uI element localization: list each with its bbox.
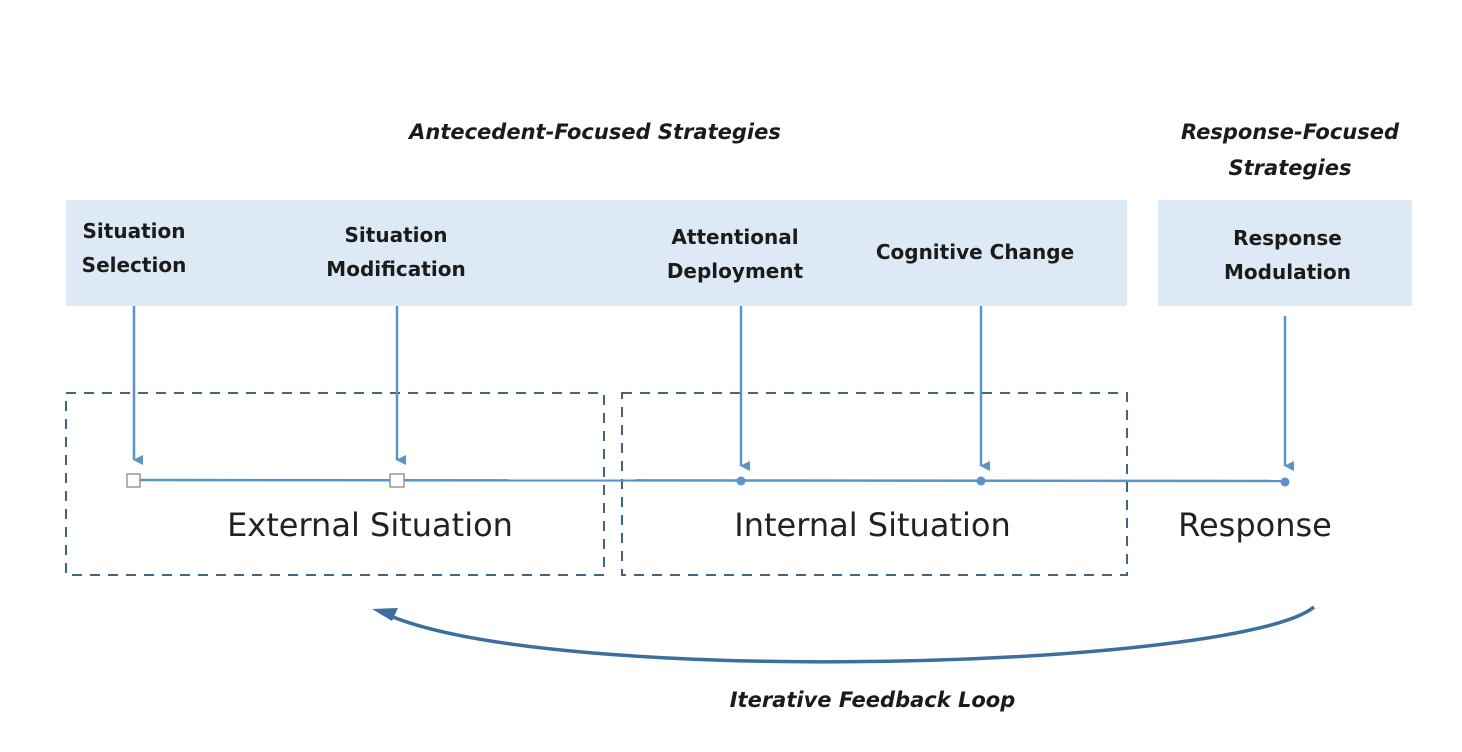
node-attentional-deployment [736,476,746,486]
response-strategies-band [1158,200,1412,306]
feedback-loop-label: Iterative Feedback Loop [729,688,1016,712]
stage-external-situation: External Situation [227,506,513,544]
situation-modification-line1: Situation [344,223,448,247]
response-heading-line2: Strategies [1228,156,1352,180]
situation-modification-line2: Modification [326,257,466,281]
feedback-loop-arrow [387,605,1316,664]
strategy-situation-modification: Situation Modification [306,218,486,286]
response-heading-line1: Response-Focused [1180,120,1400,144]
situation-selection-line1: Situation [82,219,186,243]
attentional-deployment-line2: Deployment [666,259,804,283]
node-cognitive-change [976,476,986,486]
stage-response: Response [1178,506,1332,544]
strategy-situation-selection: Situation Selection [70,214,198,282]
node-situation-modification [389,473,405,488]
strategy-attentional-deployment: Attentional Deployment [650,220,820,288]
antecedent-strategies-band [66,200,1127,306]
strategy-response-modulation: Response Modulation [1200,221,1375,289]
strategy-cognitive-change: Cognitive Change [860,235,1090,269]
node-response-modulation [1280,477,1290,487]
attentional-deployment-line1: Attentional [671,225,799,249]
stage-internal-situation: Internal Situation [734,506,1011,544]
feedback-loop-arrowhead [372,608,398,621]
node-situation-selection [126,473,141,488]
external-situation-box [65,392,605,576]
situation-selection-line2: Selection [81,253,187,277]
antecedent-strategies-heading: Antecedent-Focused Strategies [409,120,781,144]
process-timeline [133,478,1286,483]
internal-situation-box [621,392,1128,576]
response-strategies-heading: Response-Focused Strategies [1160,114,1420,186]
response-modulation-line2: Modulation [1224,260,1351,284]
cognitive-change-line1: Cognitive Change [875,240,1075,264]
response-modulation-line1: Response [1233,226,1342,250]
